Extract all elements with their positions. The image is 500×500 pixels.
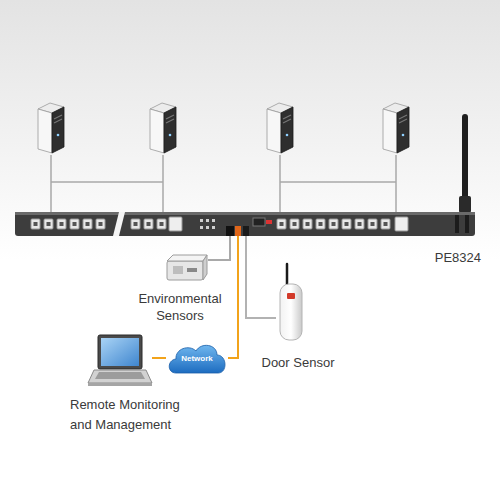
outlet-socket (358, 222, 362, 226)
outlet-socket (60, 222, 64, 226)
connector-line (208, 236, 230, 260)
panel-dot (212, 219, 215, 222)
power-outlet (342, 219, 351, 229)
connector-line (228, 236, 238, 358)
power-outlet (316, 219, 325, 229)
pdu-unit: PE8324 (15, 212, 475, 236)
sensor-body (280, 284, 302, 340)
door-sensor: Door Sensor (276, 262, 306, 342)
antenna (462, 114, 468, 204)
sensor-housing (167, 261, 203, 280)
laptop-base (88, 370, 152, 383)
pdu-highlight (15, 212, 475, 215)
power-cable (280, 181, 396, 183)
led-display (253, 218, 265, 226)
environmental-sensor-shape (165, 252, 208, 282)
laptop-edge (88, 383, 152, 386)
outlet-socket (47, 222, 51, 226)
outlet-socket (99, 222, 103, 226)
door-port (243, 226, 249, 236)
panel-dot (200, 226, 203, 229)
sensor-jack (187, 268, 197, 272)
mount-slot (455, 215, 459, 233)
outlet-socket (384, 222, 388, 226)
server-tower (150, 103, 176, 153)
power-cable (279, 155, 281, 212)
laptop-screen (101, 338, 139, 366)
antenna-base (459, 196, 471, 213)
break-mark (113, 212, 125, 236)
power-outlet (70, 219, 79, 229)
power-outlet (303, 219, 312, 229)
outlet-socket (293, 222, 297, 226)
large-outlet (169, 217, 182, 231)
sensor-vent (173, 266, 183, 274)
outlet-socket (319, 222, 323, 226)
outlet-socket (134, 222, 138, 226)
server-tower (383, 103, 409, 153)
outlet-socket (345, 222, 349, 226)
power-outlet (381, 219, 390, 229)
device-label: Remote Monitoring and Management (70, 395, 195, 435)
panel-dot (206, 219, 209, 222)
mount-slot (465, 215, 469, 233)
pdu-body (15, 212, 475, 236)
power-outlet (31, 219, 40, 229)
network-cloud: Network (166, 341, 228, 375)
door-sensor-shape (276, 262, 306, 342)
panel-dot (206, 226, 209, 229)
power-outlet (368, 219, 377, 229)
power-cable (51, 181, 163, 183)
power-cable (50, 155, 52, 212)
panel-dot (212, 226, 215, 229)
outlet-socket (73, 222, 77, 226)
outlet-socket (86, 222, 90, 226)
outlet-socket (147, 222, 151, 226)
power-cable (395, 155, 397, 212)
outlet-socket (332, 222, 336, 226)
server-tower (267, 103, 293, 153)
power-outlet (44, 219, 53, 229)
status-led (266, 220, 272, 224)
connector-line (246, 236, 276, 318)
power-outlet (329, 219, 338, 229)
power-cable (162, 155, 164, 212)
power-outlet (96, 219, 105, 229)
large-outlet (395, 217, 408, 231)
outlet-socket (280, 222, 284, 226)
sensor-side (203, 255, 207, 280)
outlet-socket (160, 222, 164, 226)
device-label: Environmental Sensors (130, 290, 230, 324)
server-tower (38, 103, 64, 153)
laptop-lid (98, 335, 142, 369)
power-outlet (277, 219, 286, 229)
power-outlet (355, 219, 364, 229)
sensor-top (167, 255, 207, 261)
laptop-keyboard (95, 372, 145, 379)
sensor-button (287, 293, 295, 299)
power-outlet (157, 219, 166, 229)
model-label: PE8324 (435, 250, 481, 265)
sensor-port (226, 226, 234, 236)
laptop-computer: Remote Monitoring and Management (88, 333, 152, 387)
outlet-socket (371, 222, 375, 226)
network-port (235, 226, 241, 236)
power-outlet (290, 219, 299, 229)
laptop-computer-shape (88, 333, 152, 387)
cloud-shape (169, 345, 225, 373)
environmental-sensor: Environmental Sensors (165, 252, 208, 282)
pdu-unit-shape (15, 212, 475, 236)
power-outlet (131, 219, 140, 229)
outlet-socket (306, 222, 310, 226)
power-outlet (57, 219, 66, 229)
outlet-socket (34, 222, 38, 226)
power-outlet (83, 219, 92, 229)
power-outlet (144, 219, 153, 229)
connector-line (152, 357, 166, 359)
device-label: Door Sensor (253, 355, 343, 370)
cloud-label: Network (181, 354, 213, 363)
panel-dot (200, 219, 203, 222)
